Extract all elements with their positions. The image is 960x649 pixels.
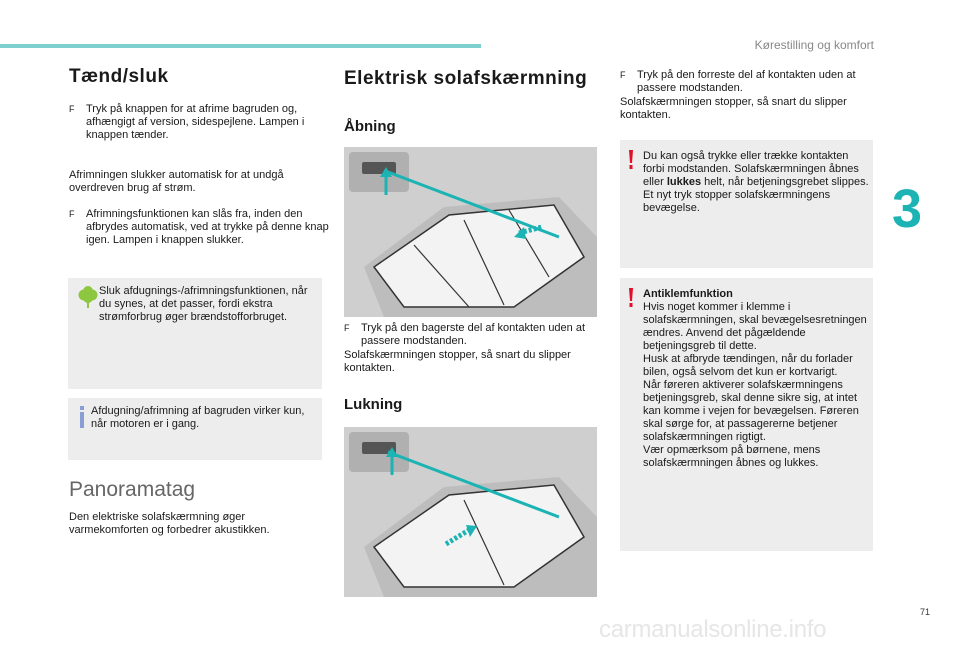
page-number: 71 <box>920 607 931 617</box>
chapter-number: 3 <box>892 179 923 239</box>
panorama-description: Den elektriske solafskærmning øger varme… <box>69 511 270 536</box>
bullet-marker: F <box>344 323 350 333</box>
warning-note-box: Du kan også trykke eller trække kontakte… <box>620 140 873 268</box>
info-note-box: Afdugning/afrimning af bagruden virker k… <box>68 398 322 460</box>
closing-stop-text: Solafskærmningen stopper, så snart du sl… <box>620 96 847 121</box>
info-note-text: Afdugning/afrimning af bagruden virker k… <box>91 405 305 430</box>
opening-stop-text: Solafskærmningen stopper, så snart du sl… <box>344 349 571 374</box>
bullet-defrost-button: F Tryk på knappen for at afrime bagruden … <box>69 103 342 142</box>
anti-pinch-warning-box: Antiklemfunktion Hvis noget kommer i kle… <box>620 278 873 551</box>
anti-pinch-text: Hvis noget kommer i klemme i solafskærmn… <box>643 301 867 469</box>
auto-off-paragraph: Afrimningen slukker automatisk for at un… <box>69 169 284 194</box>
eco-note-text: Sluk afdugnings-/afrimningsfunktionen, n… <box>99 285 308 323</box>
heading-elektrisk-solafskaermning: Elektrisk solafskærmning <box>344 68 588 89</box>
warning-text-bold: lukkes <box>666 176 702 188</box>
bullet-text: Tryk på den bagerste del af kontakten ud… <box>361 322 586 347</box>
bullet-cancel-defrost: F Afrimningsfunktionen kan slås fra, inde… <box>69 208 334 247</box>
heading-lukning: Lukning <box>344 396 403 413</box>
anti-pinch-title: Antiklemfunktion <box>643 288 733 300</box>
warning-text-part: Du kan også trykke eller trække kontakte… <box>643 150 859 188</box>
bullet-text: Tryk på den forreste del af kontakten ud… <box>637 69 856 94</box>
watermark: carmanualsonline.info <box>599 616 827 643</box>
bullet-text: Afrimningsfunktionen kan slås fra, inden… <box>86 208 329 246</box>
heading-taend-sluk: Tænd/sluk <box>69 66 169 87</box>
heading-aabning: Åbning <box>344 118 396 135</box>
warning-icon <box>629 150 633 169</box>
eco-tree-icon <box>78 286 98 308</box>
heading-panoramatag: Panoramatag <box>69 478 196 501</box>
sunroof-open-illustration <box>344 147 597 317</box>
warning-icon <box>629 288 633 307</box>
info-icon <box>80 406 84 428</box>
section-title: Kørestilling og komfort <box>754 38 874 52</box>
warning-note-text: Du kan også trykke eller trække kontakte… <box>643 150 869 215</box>
warning-text-part: Et nyt tryk stopper solafskærmningens be… <box>643 189 831 214</box>
bullet-open-switch: F Tryk på den bagerste del af kontakten u… <box>344 322 611 348</box>
sunroof-close-illustration <box>344 427 597 597</box>
bullet-marker: F <box>69 104 75 114</box>
bullet-marker: F <box>69 209 75 219</box>
warning-text-part: helt, når betjeningsgrebet slippes. <box>701 176 869 188</box>
bullet-text: Tryk på knappen for at afrime bagruden o… <box>86 103 305 141</box>
bullet-marker: F <box>620 70 626 80</box>
bullet-close-switch: F Tryk på den forreste del af kontakten u… <box>620 69 887 95</box>
header-accent-bar <box>0 44 481 48</box>
eco-note-box: Sluk afdugnings-/afrimningsfunktionen, n… <box>68 278 322 389</box>
